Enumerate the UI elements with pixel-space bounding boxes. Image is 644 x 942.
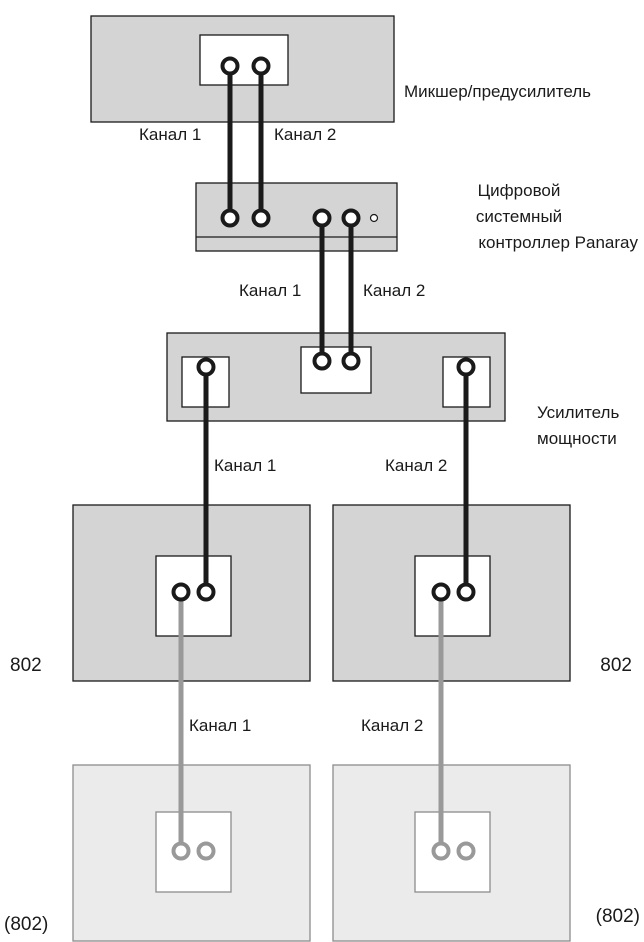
speaker-left-label: 802 [10, 655, 42, 676]
amplifier-label-line2: мощности [537, 429, 617, 448]
amplifier-output-jack-left [196, 357, 216, 377]
speaker-right-jack-2 [456, 582, 476, 602]
mixer-output-panel [199, 34, 289, 86]
channel-2-label-mixer: Канал 2 [274, 125, 337, 144]
channel-1-label-speaker: Канал 1 [189, 716, 252, 735]
amplifier-output-jack-right [456, 357, 476, 377]
mixer-jack-1 [220, 56, 240, 76]
mixer-jack-2 [251, 56, 271, 76]
amplifier-input-jack-2 [341, 351, 361, 371]
amplifier-label-line1: Усилитель [537, 403, 620, 422]
controller-label-line2: системный [475, 207, 563, 226]
controller-output-jack-2 [341, 208, 361, 228]
amplifier-input-jack-1 [312, 351, 332, 371]
speaker-right-jack-1 [431, 582, 451, 602]
speaker-optional-right-jack-2 [456, 841, 476, 861]
controller-power-led [369, 213, 379, 223]
amplifier-input-panel [300, 346, 372, 394]
speaker-optional-left-label: (802) [4, 914, 49, 935]
speaker-optional-left-jack-2 [196, 841, 216, 861]
mixer-label: Микшер/предусилитель [404, 82, 592, 101]
channel-1-label-mixer: Канал 1 [139, 125, 202, 144]
speaker-optional-left-jack-1 [171, 841, 191, 861]
controller-input-jack-1 [220, 208, 240, 228]
channel-1-label-controller: Канал 1 [239, 281, 302, 300]
channel-2-label-speaker: Канал 2 [361, 716, 424, 735]
channel-2-label-amp: Канал 2 [385, 456, 448, 475]
controller-input-jack-2 [251, 208, 271, 228]
controller-label-line3: контроллер Panaray [478, 233, 638, 252]
speaker-left-jack-1 [171, 582, 191, 602]
speaker-optional-right-jack-1 [431, 841, 451, 861]
speaker-optional-right-label: (802) [595, 906, 640, 927]
speaker-right-panel [414, 555, 491, 637]
controller-output-jack-1 [312, 208, 332, 228]
speaker-right-label: 802 [600, 655, 632, 676]
speaker-left-panel [155, 555, 232, 637]
speaker-left-jack-2 [196, 582, 216, 602]
channel-1-label-amp: Канал 1 [214, 456, 277, 475]
controller-label-line1: Цифровой [477, 181, 561, 200]
speaker-optional-left-panel [155, 811, 232, 893]
channel-2-label-controller: Канал 2 [363, 281, 426, 300]
speaker-optional-right-panel [414, 811, 491, 893]
